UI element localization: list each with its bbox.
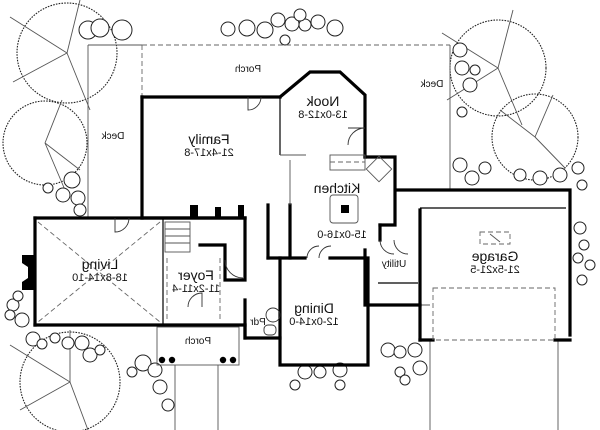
dims-family: 21-4x17-8 (184, 147, 234, 159)
label-dining: Dining (294, 300, 334, 316)
label-deck-left: Deck (101, 131, 125, 142)
dims-kitchen: 15-0x16-0 (317, 229, 367, 241)
shrub-cluster (4, 8, 596, 412)
details (37, 154, 511, 323)
dims-foyer: 11-2x11-4 (172, 283, 220, 295)
label-powder: Pdr (250, 317, 266, 328)
dims-nook: 13-0x12-8 (298, 109, 348, 121)
doors (114, 96, 409, 336)
door-icon (224, 259, 244, 279)
door-icon (247, 96, 262, 111)
tree-icon (9, 0, 118, 111)
label-kitchen: Kitchen (314, 180, 361, 196)
outdoor-outlines (87, 44, 559, 430)
door-icon (379, 239, 409, 255)
door-icon (114, 217, 130, 233)
tree-icon (441, 9, 547, 126)
door-icon (306, 245, 332, 259)
label-nook: Nook (306, 93, 340, 109)
label-foyer: Foyer (178, 267, 214, 283)
tree-icon (9, 330, 121, 430)
dims-dining: 12-0x14-0 (289, 316, 339, 328)
dims-garage: 21-5x21-5 (470, 264, 520, 276)
label-porch-rear: Porch (235, 64, 261, 75)
label-family: Family (188, 131, 229, 147)
labels: Porch Deck Deck Family 21-4x17-8 Nook 13… (72, 64, 520, 347)
door-icon (347, 127, 366, 146)
walls (22, 70, 572, 367)
label-porch-front: Porch (185, 336, 211, 347)
label-living: Living (82, 256, 119, 272)
tree-icon (491, 93, 579, 181)
dims-living: 18-8x14-10 (72, 272, 128, 284)
label-deck-right: Deck (420, 79, 444, 90)
door-icon (187, 292, 203, 308)
label-utility: Utility (382, 259, 406, 270)
label-garage: Garage (471, 248, 518, 264)
